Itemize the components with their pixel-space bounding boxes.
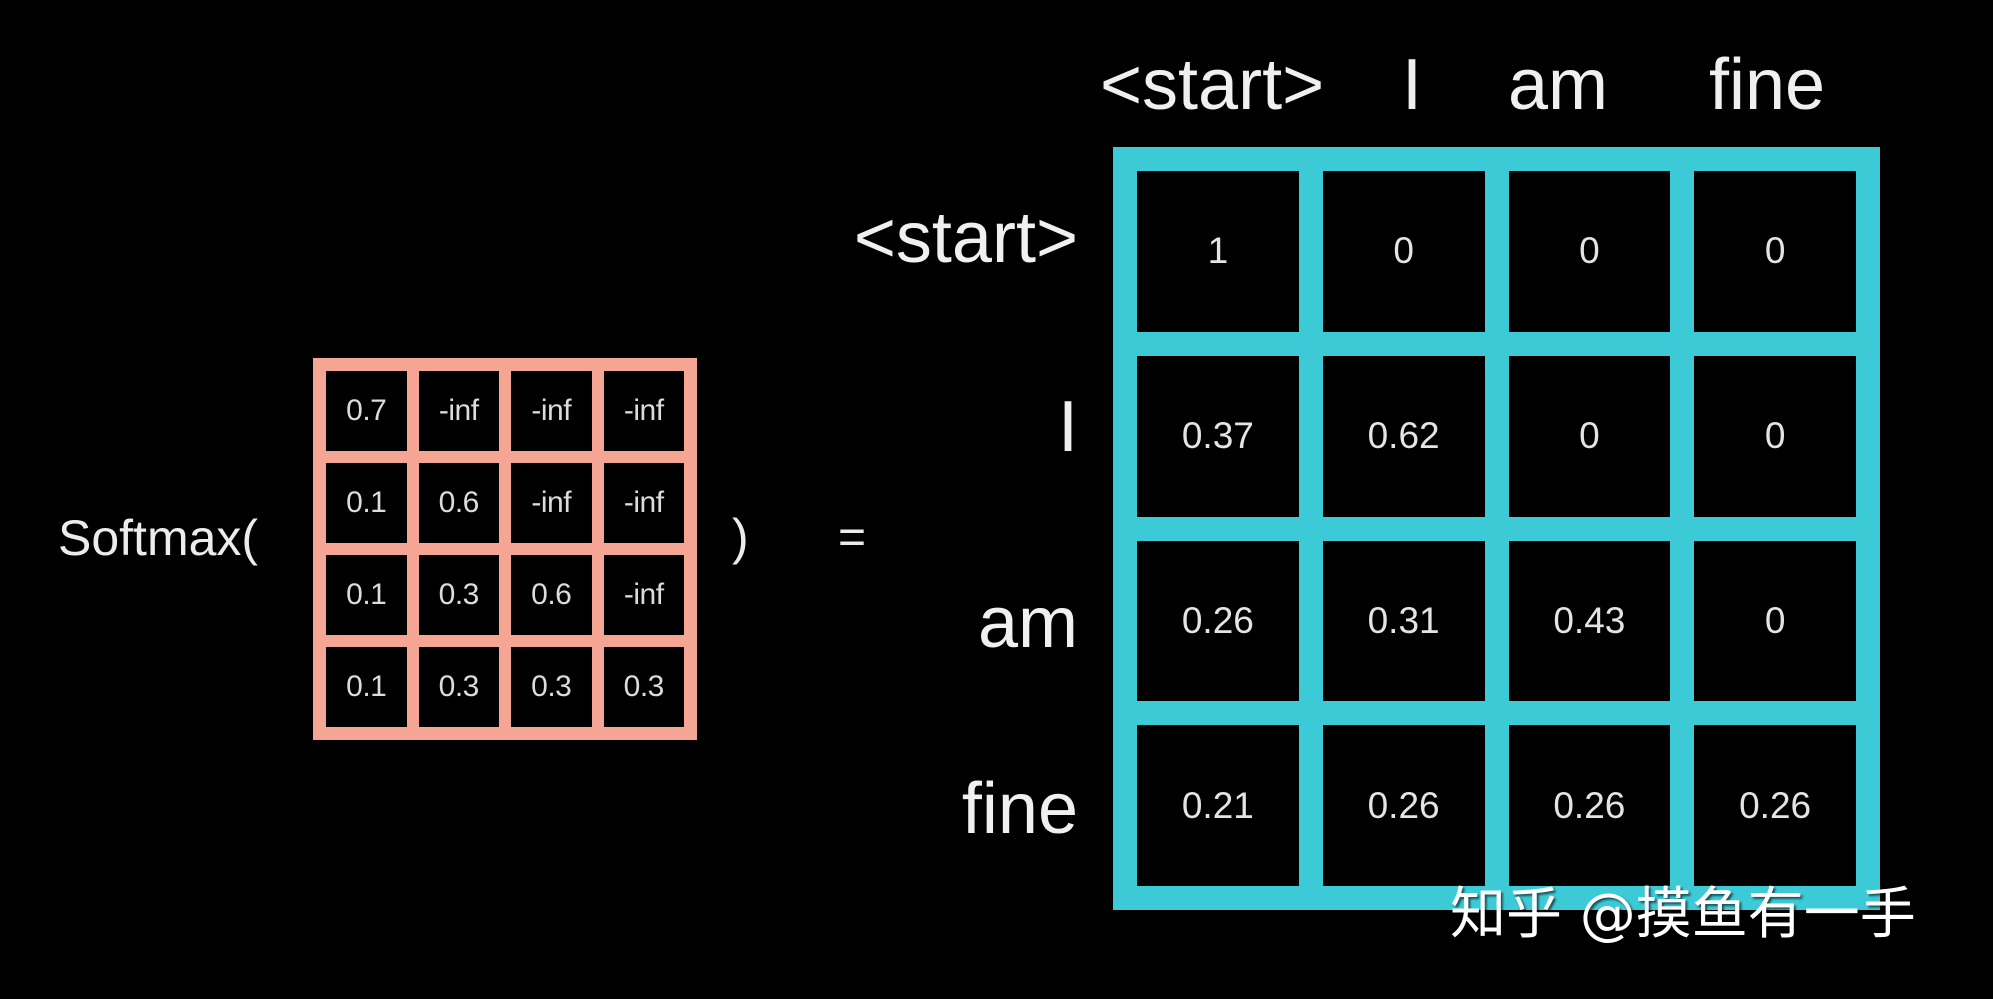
output-cell-r0-c3: 0 xyxy=(1694,171,1856,332)
output-cell-r2-c2: 0.43 xyxy=(1508,540,1671,702)
input-cell-r1-c3: -inf xyxy=(603,463,684,543)
row-label-i: I xyxy=(1057,387,1078,467)
input-cell-r2-c2: 0.6 xyxy=(511,555,592,635)
input-cell-r1-c0: 0.1 xyxy=(326,463,407,543)
input-cell-r1-c2: -inf xyxy=(511,463,592,543)
output-cell-r1-c0: 0.37 xyxy=(1137,355,1299,517)
output-cell-r1-c2: 0 xyxy=(1508,355,1671,517)
output-cell-r0-c2: 0 xyxy=(1508,171,1671,332)
column-label-fine: fine xyxy=(1709,45,1826,125)
output-cell-r0-c0: 1 xyxy=(1137,171,1299,332)
masked-score-matrix: 0.7 -inf -inf -inf 0.1 0.6 -inf -inf 0.1… xyxy=(313,358,697,740)
softmax-function-label: Softmax( xyxy=(58,510,259,566)
input-cell-r2-c3: -inf xyxy=(603,555,684,635)
output-cell-r3-c2: 0.26 xyxy=(1508,725,1671,886)
output-cell-r0-c1: 0 xyxy=(1322,171,1485,332)
output-cell-r1-c3: 0 xyxy=(1694,355,1856,517)
column-label-i: I xyxy=(1402,45,1423,125)
input-cell-r0-c0: 0.7 xyxy=(326,371,407,451)
attention-weight-matrix: 1 0 0 0 0.37 0.62 0 0 0.26 0.31 0.43 0 0… xyxy=(1113,147,1880,910)
output-cell-r3-c1: 0.26 xyxy=(1322,725,1485,886)
input-cell-r0-c2: -inf xyxy=(511,371,592,451)
zhihu-watermark: 知乎 @摸鱼有一手 xyxy=(1450,882,1916,947)
input-cell-r3-c0: 0.1 xyxy=(326,647,407,727)
input-cell-r0-c3: -inf xyxy=(603,371,684,451)
output-cell-r3-c3: 0.26 xyxy=(1694,725,1856,886)
close-paren: ) xyxy=(732,509,749,565)
output-cell-r1-c1: 0.62 xyxy=(1322,355,1485,517)
input-cell-r3-c2: 0.3 xyxy=(511,647,592,727)
row-label-fine: fine xyxy=(961,769,1078,849)
input-cell-r1-c1: 0.6 xyxy=(418,463,499,543)
input-cell-r2-c0: 0.1 xyxy=(326,555,407,635)
input-cell-r0-c1: -inf xyxy=(418,371,499,451)
column-label-am: am xyxy=(1508,45,1609,125)
column-label-start: <start> xyxy=(1100,45,1325,125)
row-label-start: <start> xyxy=(853,198,1078,278)
row-label-am: am xyxy=(977,583,1078,663)
output-cell-r2-c3: 0 xyxy=(1694,540,1856,702)
input-cell-r3-c1: 0.3 xyxy=(418,647,499,727)
input-cell-r2-c1: 0.3 xyxy=(418,555,499,635)
output-cell-r3-c0: 0.21 xyxy=(1137,725,1299,886)
equals-sign: = xyxy=(838,511,867,564)
input-cell-r3-c3: 0.3 xyxy=(603,647,684,727)
output-cell-r2-c1: 0.31 xyxy=(1322,540,1485,702)
output-cell-r2-c0: 0.26 xyxy=(1137,540,1299,702)
